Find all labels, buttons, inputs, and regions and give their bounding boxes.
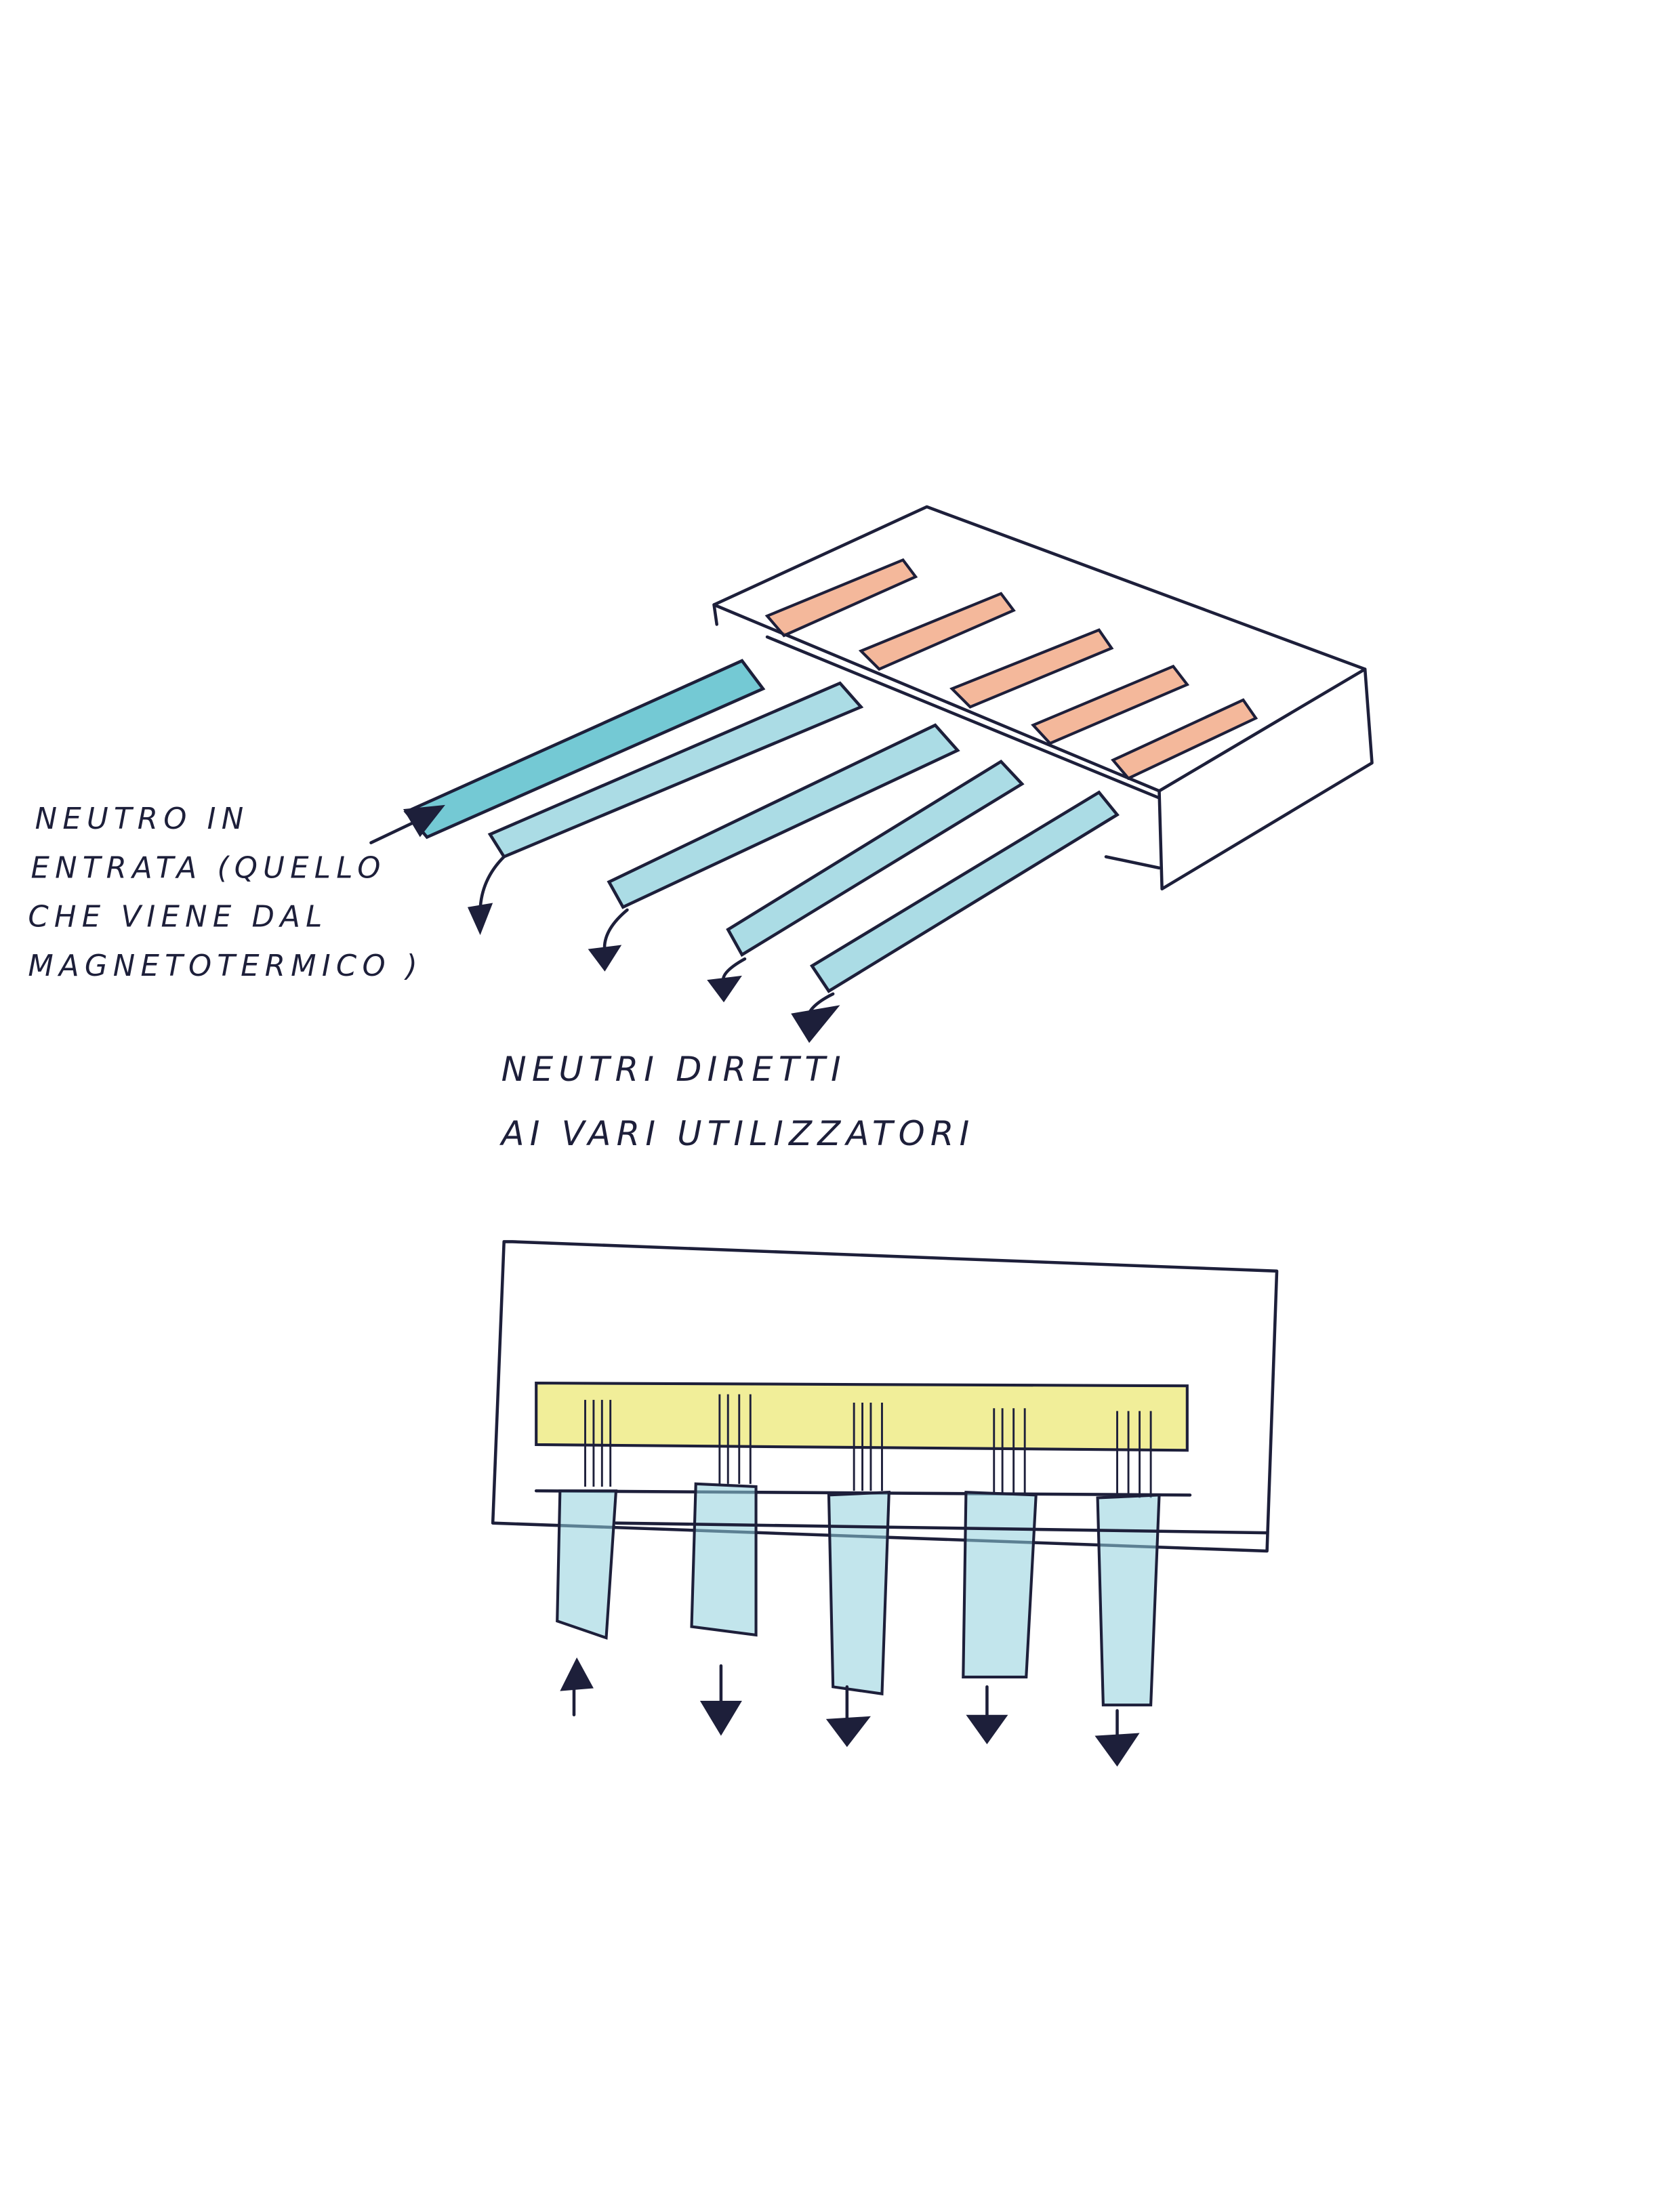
arrow-down-icon xyxy=(707,975,742,1003)
wire-strands xyxy=(584,1394,1152,1498)
arrow-up-icon xyxy=(560,1657,594,1716)
incoming-label: NEUTRO IN ENTRATA (QUELLO CHE VIENE DAL … xyxy=(28,802,423,983)
arrow-down-icon xyxy=(1094,1709,1140,1767)
svg-text:MAGNETOTERMICO ): MAGNETOTERMICO ) xyxy=(28,949,423,983)
arrow-down-icon xyxy=(588,945,622,972)
arrow-down-icon xyxy=(791,1005,840,1044)
outgoing-label: NEUTRI DIRETTI AI VARI UTILIZZATORI xyxy=(499,1050,975,1153)
cables-front xyxy=(556,1482,1161,1707)
svg-text:AI VARI UTILIZZATORI: AI VARI UTILIZZATORI xyxy=(499,1114,975,1153)
arrow-down-icon xyxy=(699,1664,742,1736)
svg-text:ENTRATA (QUELLO: ENTRATA (QUELLO xyxy=(30,851,386,885)
arrows-front xyxy=(560,1657,1140,1767)
arrow-down-icon xyxy=(966,1685,1008,1745)
cables-top xyxy=(403,659,1120,993)
terminal-block-isometric xyxy=(369,505,1374,1044)
outgoing-arrows-top xyxy=(467,855,840,1044)
terminal-slots xyxy=(764,558,1258,781)
svg-text:NEUTRO IN: NEUTRO IN xyxy=(35,802,249,836)
svg-text:CHE VIENE DAL: CHE VIENE DAL xyxy=(28,901,327,934)
terminal-block-front xyxy=(491,1240,1279,1767)
svg-text:NEUTRI DIRETTI: NEUTRI DIRETTI xyxy=(501,1050,846,1089)
arrow-down-icon xyxy=(825,1685,871,1748)
arrow-down-icon xyxy=(467,903,493,936)
incoming-arrow-icon xyxy=(369,804,445,844)
